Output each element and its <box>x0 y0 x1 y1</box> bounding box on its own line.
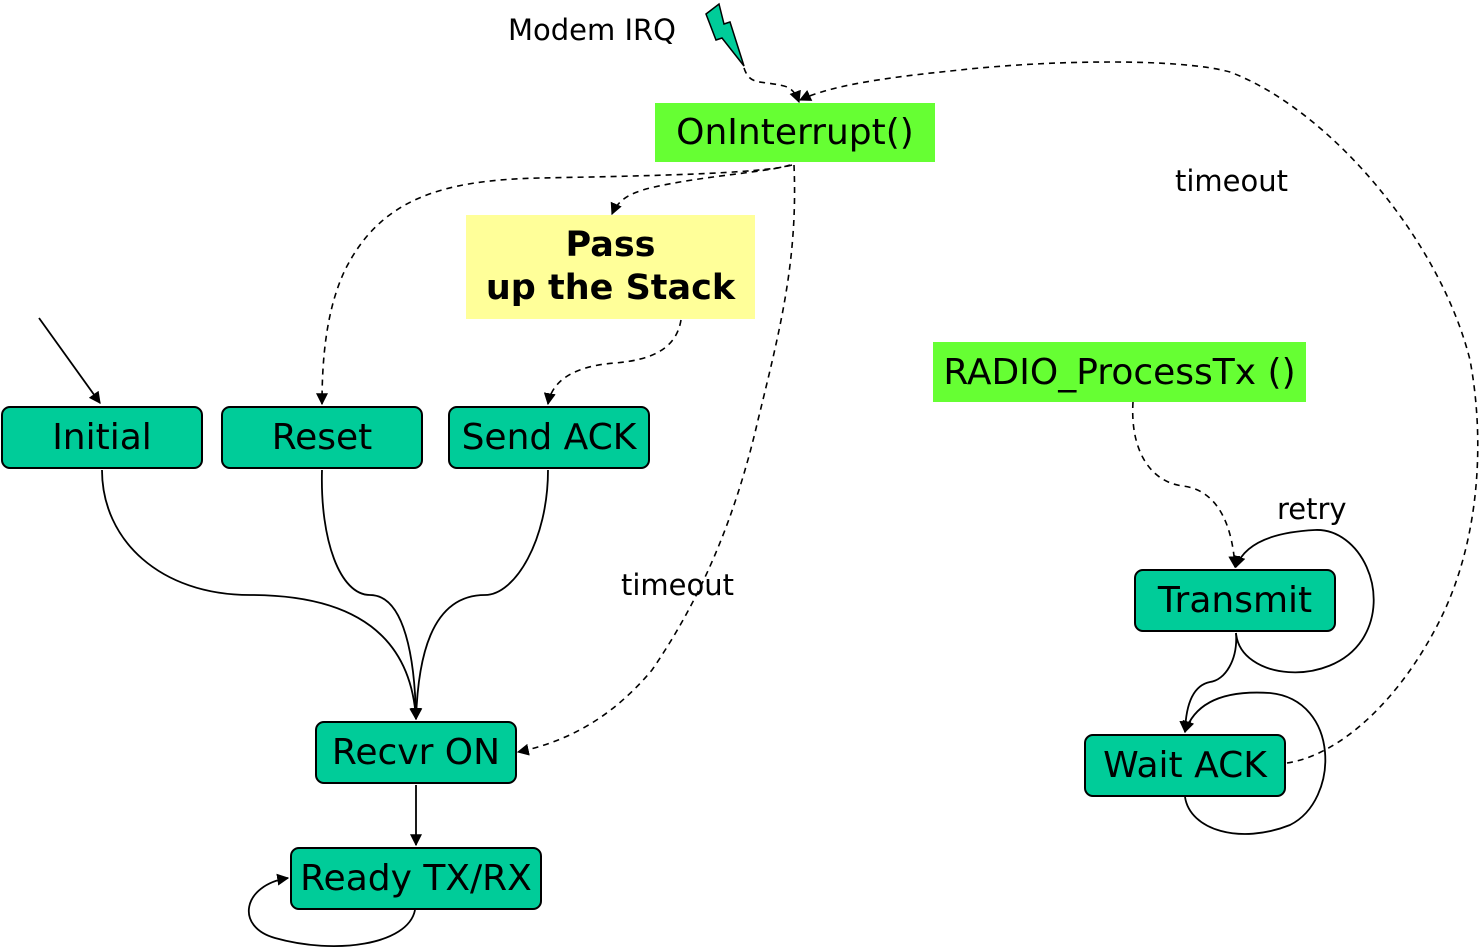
edge-initial-to-recvr-on <box>101 469 422 721</box>
state-initial: Initial <box>1 406 203 469</box>
timeout-label-wait: timeout <box>1175 164 1289 198</box>
timeout-label-recvr: timeout <box>621 568 735 602</box>
retry-label: retry <box>1277 492 1347 526</box>
edge-entry-to-initial <box>38 317 101 404</box>
edge-oninterrupt-to-reset <box>316 164 793 406</box>
edge-irq-to-oninterrupt <box>743 67 801 104</box>
edge-waitack-timeout-to-oninterrupt <box>798 61 1479 764</box>
edge-processtx-to-transmit <box>1131 401 1241 569</box>
pass-up-stack-box: Pass up the Stack <box>466 215 755 319</box>
edge-wait-ack-self-loop <box>1182 691 1327 835</box>
state-transmit: Transmit <box>1134 569 1336 632</box>
lightning-bolt-icon <box>705 2 745 67</box>
pass-up-stack-line2: up the Stack <box>485 268 736 308</box>
edge-ready-self-loop <box>248 873 416 947</box>
state-send-ack: Send ACK <box>448 406 650 469</box>
modem-irq-label: Modem IRQ <box>508 13 677 47</box>
radio-process-tx-function-box: RADIO_ProcessTx () <box>933 342 1306 402</box>
edge-stack-to-send-ack <box>543 319 682 406</box>
edge-send-ack-to-recvr-on <box>410 469 549 721</box>
state-recvr-on: Recvr ON <box>315 721 517 784</box>
pass-up-stack-line1: Pass <box>565 225 656 265</box>
state-ready-tx-rx: Ready TX/RX <box>290 847 542 910</box>
edge-transmit-to-wait-ack <box>1179 632 1238 734</box>
state-reset: Reset <box>221 406 423 469</box>
oninterrupt-function-box: OnInterrupt() <box>655 103 935 162</box>
edge-reset-to-recvr-on <box>321 469 422 721</box>
edge-oninterrupt-to-stack <box>610 164 791 216</box>
edge-transmit-retry-self-loop <box>1234 529 1375 674</box>
state-wait-ack: Wait ACK <box>1084 734 1286 797</box>
